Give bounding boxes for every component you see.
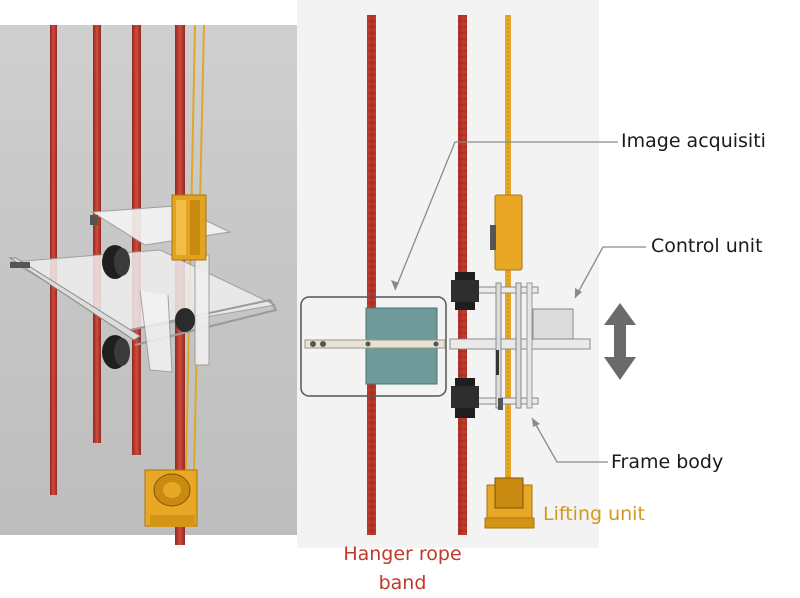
wheel-rim	[451, 280, 479, 302]
arrowhead	[575, 288, 582, 298]
wheel-rim	[451, 386, 479, 408]
arrowhead	[391, 280, 399, 290]
wheel-lower	[451, 378, 479, 418]
arm-bolt	[320, 341, 326, 347]
bracket	[90, 215, 98, 225]
arm-bolt	[433, 341, 439, 347]
frame-column	[515, 282, 522, 409]
bracket	[496, 350, 499, 375]
control-box-clamp	[490, 225, 496, 250]
arm-bolt	[310, 341, 316, 347]
bracket	[498, 398, 503, 410]
frame-arm	[8, 257, 141, 341]
winch-foot	[484, 517, 535, 529]
hanger-rope-rod	[93, 25, 101, 443]
image-acquisition-box	[300, 296, 447, 397]
label-hanger-rope-line2: band	[378, 572, 427, 594]
leader-line-frame	[531, 417, 608, 463]
lifting-unit-box-face	[190, 200, 200, 255]
label-hanger-rope-line1: Hanger rope	[343, 543, 462, 565]
lifting-unit-box-face	[176, 200, 186, 255]
arrowhead	[532, 418, 540, 427]
wheel	[114, 338, 130, 366]
lifting-winch	[484, 477, 535, 529]
schematic-background	[297, 0, 599, 548]
double-headed-vertical-arrow-icon	[604, 303, 636, 380]
winch-foot	[150, 515, 195, 527]
control-unit	[532, 308, 574, 340]
camera-arm	[304, 339, 446, 349]
leader-line-control	[574, 246, 646, 299]
render-view	[0, 24, 297, 545]
label-lifting-unit: Lifting unit	[543, 503, 645, 525]
wheel-upper	[451, 272, 479, 310]
wheel	[175, 308, 195, 332]
control-box	[494, 194, 523, 271]
winch-drum	[494, 477, 524, 509]
label-control-unit: Control unit	[651, 235, 763, 257]
schematic-view	[297, 0, 646, 548]
winch-hub	[163, 482, 181, 498]
label-hanger-rope-band: Hanger rope band	[330, 540, 475, 598]
hanger-rope-left	[367, 15, 376, 535]
frame-column	[495, 282, 502, 409]
camera-mount	[10, 262, 30, 268]
label-image-acquisition: Image acquisiti	[621, 130, 766, 152]
frame-column	[526, 282, 533, 409]
leader-line-image	[394, 141, 618, 291]
frame-column	[194, 254, 210, 366]
arm-bolt	[365, 341, 371, 347]
winch	[144, 469, 198, 527]
label-frame-body: Frame body	[611, 451, 724, 473]
frame-column	[139, 289, 173, 373]
wheel	[114, 248, 130, 276]
